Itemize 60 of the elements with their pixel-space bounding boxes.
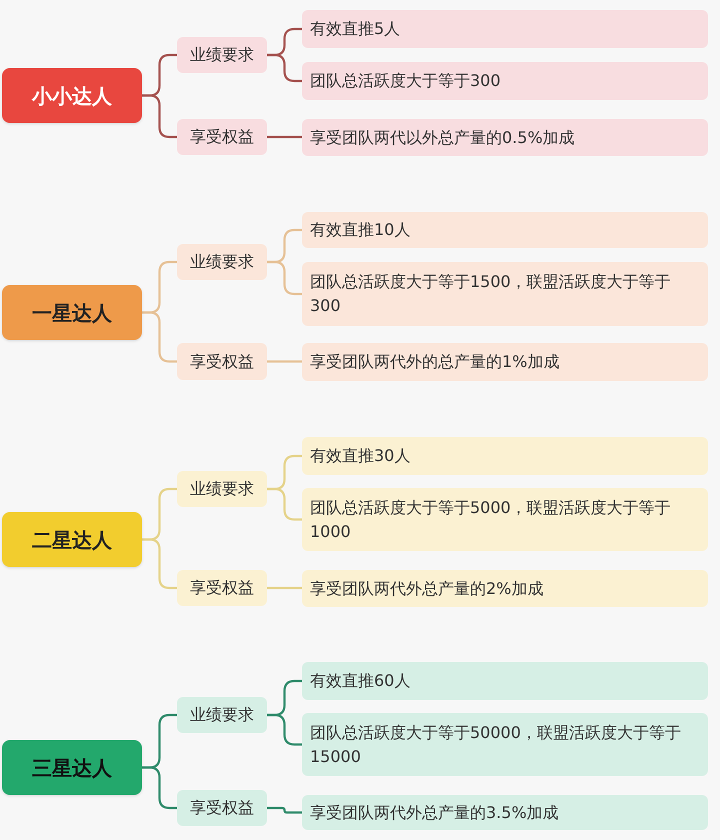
node-text: 有效直推10人: [310, 219, 410, 241]
category-box: [177, 471, 267, 507]
detail-box: [302, 662, 708, 700]
node-text: 团队总活跃度大于等于1500，联盟活跃度大于等于300: [310, 271, 672, 317]
node-text: 有效直推60人: [310, 670, 410, 692]
category-box: [177, 790, 267, 826]
connector-line: [142, 766, 177, 810]
detail-box: [302, 62, 708, 100]
connector-line: [142, 311, 177, 363]
connector-line: [142, 94, 177, 138]
detail-box: [302, 713, 708, 776]
detail-box: [302, 10, 708, 48]
connector-line: [267, 360, 302, 363]
category-box: [177, 570, 267, 606]
detail-box: [302, 343, 708, 381]
level-box: [2, 285, 142, 340]
level-box: [2, 512, 142, 567]
level-box: [2, 68, 142, 123]
node-text: 业绩要求: [190, 44, 254, 66]
node-text: 小小达人: [32, 82, 112, 110]
node-text: 有效直推30人: [310, 445, 410, 467]
node-text: 享受权益: [190, 797, 254, 819]
node-text: 享受权益: [190, 126, 254, 148]
detail-box: [302, 437, 708, 475]
connector-line: [267, 586, 302, 590]
category-box: [177, 119, 267, 155]
node-text: 业绩要求: [190, 251, 254, 273]
detail-box: [302, 262, 708, 326]
connector-line: [142, 538, 177, 590]
connector-line: [267, 806, 302, 814]
node-text: 团队总活跃度大于等于50000，联盟活跃度大于等于15000: [310, 722, 682, 768]
category-box: [177, 343, 267, 380]
node-text: 业绩要求: [190, 478, 254, 500]
category-box: [177, 37, 267, 73]
connector-line: [267, 136, 302, 138]
category-box: [177, 244, 267, 280]
node-text: 三星达人: [32, 754, 112, 782]
detail-box: [302, 570, 708, 607]
node-text: 一星达人: [32, 300, 112, 326]
node-text: 享受权益: [190, 577, 254, 599]
connector-line: [267, 54, 302, 82]
connector-line: [267, 260, 302, 296]
node-text: 享受团队两代以外总产量的0.5%加成: [310, 126, 575, 148]
detail-box: [302, 212, 708, 248]
node-text: 享受团队两代外总产量的2%加成: [310, 578, 544, 600]
level-box: [2, 740, 142, 795]
detail-box: [302, 488, 708, 551]
connector-line: [267, 488, 302, 521]
node-text: 二星达人: [32, 526, 112, 554]
detail-box: [302, 119, 708, 156]
node-text: 团队总活跃度大于等于300: [310, 70, 501, 92]
node-text: 团队总活跃度大于等于5000，联盟活跃度大于等于1000: [310, 496, 672, 542]
connector-line: [267, 714, 302, 746]
node-text: 业绩要求: [190, 704, 254, 726]
node-text: 享受权益: [190, 350, 254, 372]
node-text: 有效直推5人: [310, 18, 400, 40]
node-text: 享受团队两代外的总产量的1%加成: [310, 351, 560, 373]
node-text: 享受团队两代外总产量的3.5%加成: [310, 802, 559, 824]
detail-box: [302, 795, 708, 830]
category-box: [177, 697, 267, 733]
